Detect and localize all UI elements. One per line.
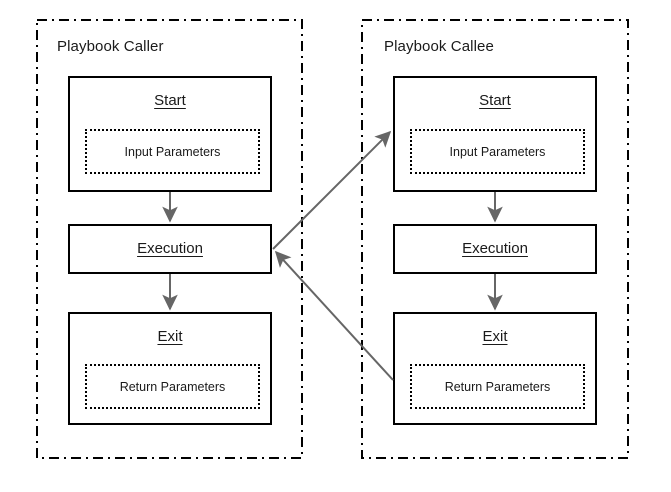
caller-start-input-parameters-box: Input Parameters	[85, 129, 260, 174]
caller-execution-node[interactable]: Execution	[68, 224, 272, 274]
callee-exit-node[interactable]: Exit Return Parameters	[393, 312, 597, 425]
caller-start-node[interactable]: Start Input Parameters	[68, 76, 272, 192]
callee-execution-node[interactable]: Execution	[393, 224, 597, 274]
caller-container-title: Playbook Caller	[57, 38, 164, 55]
callee-start-node[interactable]: Start Input Parameters	[393, 76, 597, 192]
callee-start-title: Start	[479, 92, 511, 109]
callee-container-title: Playbook Callee	[384, 38, 494, 55]
callee-exit-return-parameters-label: Return Parameters	[444, 379, 551, 394]
caller-start-input-parameters-label: Input Parameters	[124, 144, 221, 159]
callee-execution-title: Execution	[462, 240, 528, 257]
caller-exit-node[interactable]: Exit Return Parameters	[68, 312, 272, 425]
callee-exit-title: Exit	[482, 328, 508, 345]
caller-start-title: Start	[154, 92, 186, 109]
caller-exit-title: Exit	[157, 328, 183, 345]
caller-execution-title: Execution	[137, 240, 203, 257]
callee-start-input-parameters-label: Input Parameters	[449, 144, 546, 159]
caller-exit-return-parameters-box: Return Parameters	[85, 364, 260, 409]
callee-exit-return-parameters-box: Return Parameters	[410, 364, 585, 409]
caller-exit-return-parameters-label: Return Parameters	[119, 379, 226, 394]
callee-start-input-parameters-box: Input Parameters	[410, 129, 585, 174]
